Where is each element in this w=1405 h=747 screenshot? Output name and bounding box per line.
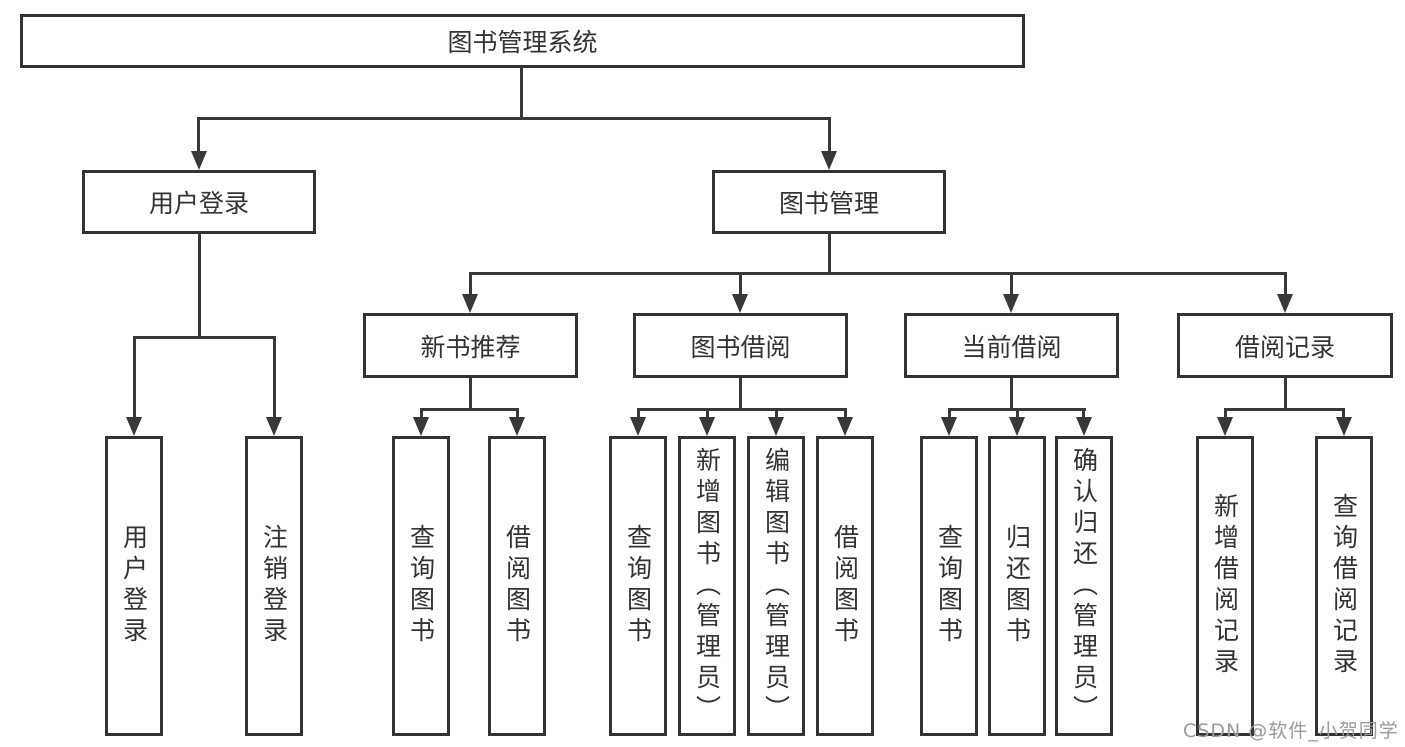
leaf-return-books-label: 归还图书 xyxy=(1002,524,1032,648)
v-line xyxy=(1010,378,1013,408)
arrow-stem xyxy=(1284,272,1287,294)
v-line xyxy=(520,68,523,117)
h-line xyxy=(420,408,519,411)
arrow-stem xyxy=(420,408,423,417)
leaf-user-login: 用户登录 xyxy=(105,436,163,736)
node-root: 图书管理系统 xyxy=(20,14,1025,68)
v-line xyxy=(1284,378,1287,408)
arrow-down-icon xyxy=(462,294,478,313)
arrow-down-icon xyxy=(941,417,957,436)
h-line xyxy=(1224,408,1345,411)
arrow-stem xyxy=(739,272,742,294)
arrow-down-icon xyxy=(768,417,784,436)
node-book-borrow: 图书借阅 xyxy=(633,313,848,378)
arrow-stem xyxy=(948,408,951,417)
arrow-stem xyxy=(1082,408,1085,417)
h-line xyxy=(637,408,847,411)
leaf-user-login-label: 用户登录 xyxy=(119,524,149,648)
leaf-confirm-return-admin: 确认归还（管理员） xyxy=(1055,436,1113,736)
arrow-stem xyxy=(273,336,276,417)
arrow-down-icon xyxy=(1336,417,1352,436)
leaf-edit-books-admin: 编辑图书（管理员） xyxy=(747,436,805,736)
node-new-book-recommend-label: 新书推荐 xyxy=(420,332,521,362)
leaf-current-query-books-label: 查询图书 xyxy=(934,524,964,648)
arrow-down-icon xyxy=(821,151,837,170)
arrow-stem xyxy=(1224,408,1227,417)
leaf-borrow-query-books-label: 查询图书 xyxy=(623,524,653,648)
h-line xyxy=(133,336,276,339)
node-root-label: 图书管理系统 xyxy=(447,28,598,57)
arrow-down-icon xyxy=(1277,294,1293,313)
leaf-add-books-admin: 新增图书（管理员） xyxy=(678,436,736,736)
node-user-login: 用户登录 xyxy=(82,170,316,234)
csdn-watermark: CSDN @软件_小贺同学 xyxy=(1183,720,1399,742)
arrow-down-icon xyxy=(837,417,853,436)
arrow-down-icon xyxy=(266,417,282,436)
node-book-management: 图书管理 xyxy=(712,170,946,234)
leaf-edit-books-admin-label: 编辑图书（管理员） xyxy=(761,446,791,726)
leaf-borrow-books-label: 借阅图书 xyxy=(830,524,860,648)
arrow-stem xyxy=(516,408,519,417)
arrow-down-icon xyxy=(126,417,142,436)
arrow-down-icon xyxy=(413,417,429,436)
v-line xyxy=(828,234,831,272)
arrow-stem xyxy=(828,117,831,151)
node-current-borrow: 当前借阅 xyxy=(904,313,1119,378)
arrow-down-icon xyxy=(1217,417,1233,436)
leaf-query-borrow-record-label: 查询借阅记录 xyxy=(1329,493,1359,679)
node-book-management-label: 图书管理 xyxy=(778,189,879,218)
leaf-recommend-query-books-label: 查询图书 xyxy=(406,524,436,648)
leaf-borrow-books: 借阅图书 xyxy=(816,436,874,736)
leaf-add-borrow-record-label: 新增借阅记录 xyxy=(1210,493,1240,679)
arrow-stem xyxy=(637,408,640,417)
node-new-book-recommend: 新书推荐 xyxy=(363,313,578,378)
h-line xyxy=(197,117,831,120)
node-borrow-records: 借阅记录 xyxy=(1177,313,1393,378)
arrow-stem xyxy=(844,408,847,417)
arrow-down-icon xyxy=(630,417,646,436)
leaf-logout-label: 注销登录 xyxy=(259,524,289,648)
leaf-add-borrow-record: 新增借阅记录 xyxy=(1196,436,1254,736)
arrow-stem xyxy=(1010,272,1013,294)
leaf-confirm-return-admin-label: 确认归还（管理员） xyxy=(1069,446,1099,726)
h-line xyxy=(469,272,1286,275)
leaf-query-borrow-record: 查询借阅记录 xyxy=(1315,436,1373,736)
arrow-down-icon xyxy=(1076,417,1092,436)
arrow-down-icon xyxy=(1009,417,1025,436)
arrow-stem xyxy=(133,336,136,417)
v-line xyxy=(198,234,201,336)
v-line xyxy=(739,378,742,408)
arrow-stem xyxy=(1016,408,1019,417)
arrow-down-icon xyxy=(699,417,715,436)
arrow-down-icon xyxy=(1003,294,1019,313)
arrow-down-icon xyxy=(191,151,207,170)
node-book-borrow-label: 图书借阅 xyxy=(690,332,791,362)
leaf-recommend-borrow-books-label: 借阅图书 xyxy=(502,524,532,648)
v-line xyxy=(469,378,472,408)
leaf-recommend-borrow-books: 借阅图书 xyxy=(488,436,546,736)
arrow-down-icon xyxy=(732,294,748,313)
arrow-stem xyxy=(1342,408,1345,417)
leaf-logout: 注销登录 xyxy=(245,436,303,736)
leaf-current-query-books: 查询图书 xyxy=(920,436,978,736)
leaf-return-books: 归还图书 xyxy=(988,436,1046,736)
leaf-recommend-query-books: 查询图书 xyxy=(392,436,450,736)
arrow-stem xyxy=(775,408,778,417)
arrow-stem xyxy=(469,272,472,294)
leaf-borrow-query-books: 查询图书 xyxy=(609,436,667,736)
arrow-stem xyxy=(706,408,709,417)
node-user-login-label: 用户登录 xyxy=(148,189,249,218)
arrow-down-icon xyxy=(509,417,525,436)
node-borrow-records-label: 借阅记录 xyxy=(1234,332,1335,362)
arrow-stem xyxy=(197,117,200,151)
node-current-borrow-label: 当前借阅 xyxy=(961,332,1062,362)
leaf-add-books-admin-label: 新增图书（管理员） xyxy=(692,446,722,726)
